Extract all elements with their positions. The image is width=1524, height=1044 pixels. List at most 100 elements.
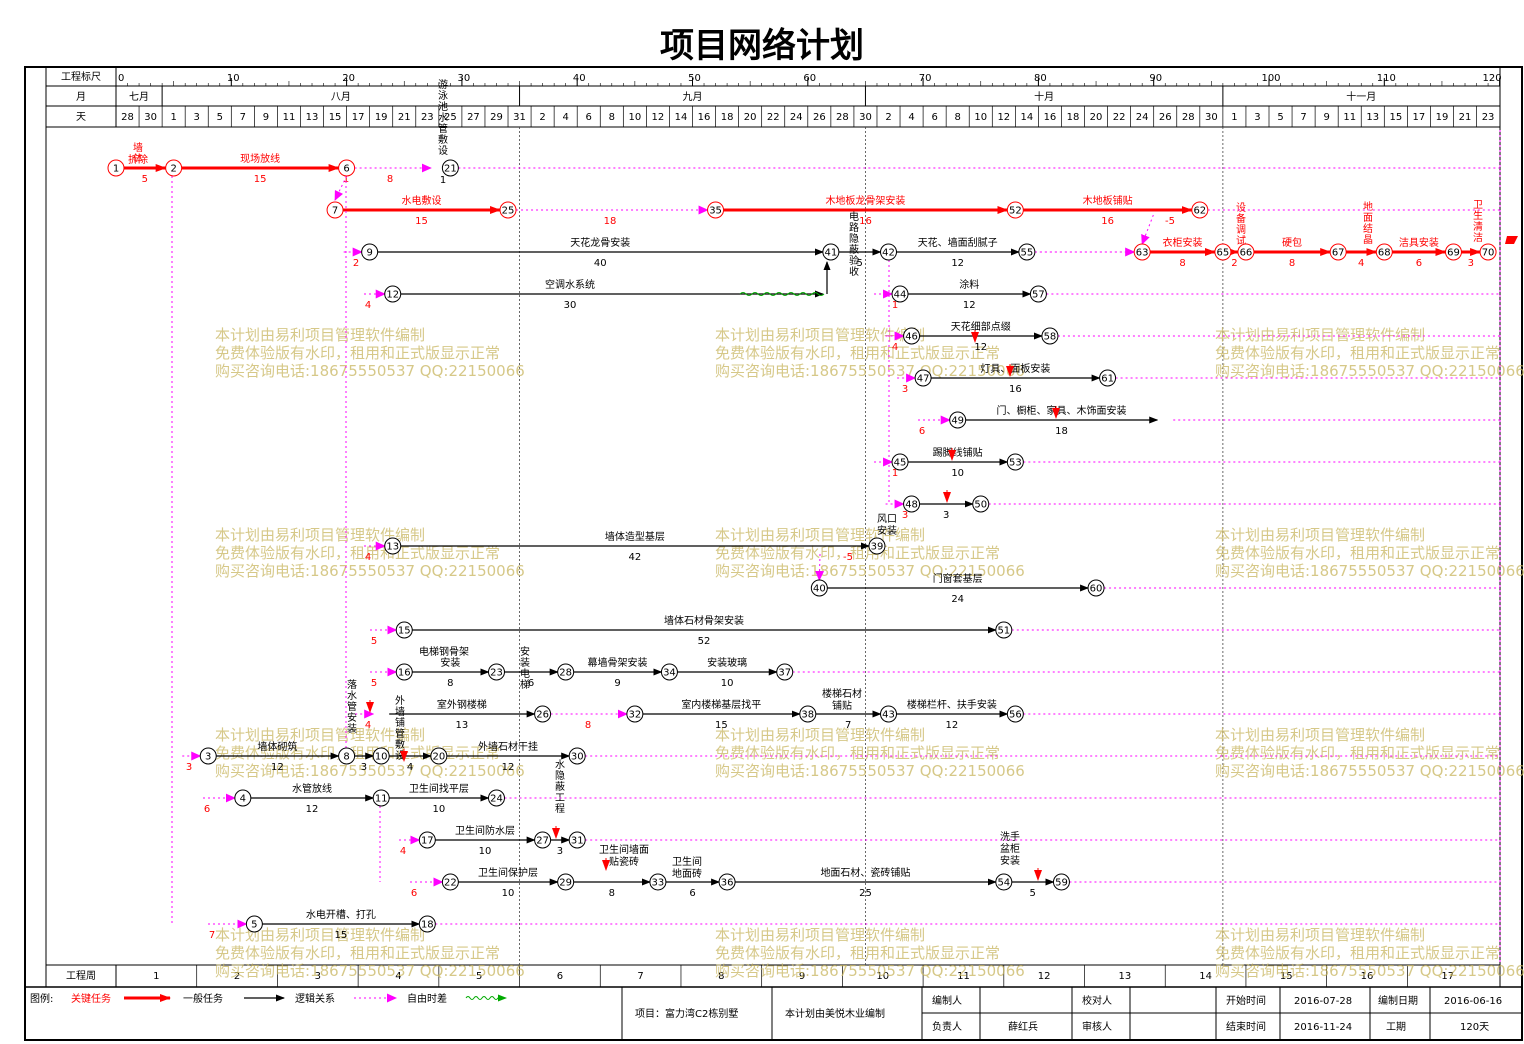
lag-label: 5 bbox=[371, 636, 377, 647]
watermark-text: 本计划由易利项目管理软件编制 bbox=[715, 726, 925, 744]
task-duration: 12 bbox=[271, 762, 284, 773]
info-period: 120天 bbox=[1460, 1022, 1489, 1033]
task-duration: 3 bbox=[1468, 258, 1474, 269]
day-label: 3 bbox=[1254, 112, 1260, 123]
task-label: 天花、墙面刮腻子 bbox=[918, 236, 998, 249]
vertical-label-char: 设 bbox=[1236, 202, 1246, 214]
finish-flag-icon bbox=[1505, 236, 1518, 244]
day-label: 8 bbox=[955, 112, 961, 123]
vertical-label-char: 水 bbox=[438, 112, 448, 124]
event-number: 55 bbox=[1021, 248, 1034, 259]
watermark-text: 免费体验版有水印，租用和正式版显示正常 bbox=[1215, 344, 1500, 362]
task-duration: 9 bbox=[614, 678, 620, 689]
watermark-text: 本计划由易利项目管理软件编制 bbox=[215, 926, 425, 944]
task-label: 卫生间防水层 bbox=[455, 824, 515, 837]
event-node bbox=[868, 537, 886, 555]
info-checker-label: 校对人 bbox=[1082, 994, 1112, 1007]
task-label: 水管放线 bbox=[292, 782, 332, 795]
task-label: 地面砖 bbox=[672, 867, 702, 880]
event-node bbox=[799, 705, 817, 723]
day-label: 2 bbox=[885, 112, 891, 123]
info-editor-label: 编制人 bbox=[932, 994, 962, 1007]
task-label: 卫生间 bbox=[672, 855, 702, 868]
watermark-text: 购买咨询电话:18675550537 QQ:22150066 bbox=[1215, 362, 1524, 380]
day-label: 29 bbox=[490, 112, 503, 123]
day-label: 6 bbox=[931, 112, 937, 123]
day-label: 17 bbox=[1413, 112, 1426, 123]
event-number: 60 bbox=[1090, 584, 1103, 595]
task-label: 天花龙骨安装 bbox=[570, 236, 630, 249]
legend-logic-label: 逻辑关系 bbox=[295, 992, 335, 1005]
week-label: 9 bbox=[799, 971, 805, 982]
task-label: 幕墙骨架安装 bbox=[588, 656, 648, 669]
event-node bbox=[338, 747, 356, 765]
task-duration: 15 bbox=[715, 720, 728, 731]
day-label: 17 bbox=[352, 112, 365, 123]
task-label: 洁具安装 bbox=[1399, 236, 1439, 249]
task-label: 天花细部点缀 bbox=[951, 320, 1011, 333]
event-number: 23 bbox=[490, 668, 503, 679]
event-node bbox=[995, 873, 1013, 891]
event-number: 31 bbox=[571, 836, 584, 847]
watermark-text: 本计划由易利项目管理软件编制 bbox=[715, 926, 925, 944]
watermark-text: 购买咨询电话:18675550537 QQ:22150066 bbox=[1215, 762, 1524, 780]
event-node bbox=[395, 621, 413, 639]
watermark-text: 本计划由易利项目管理软件编制 bbox=[1215, 926, 1425, 944]
vertical-label-char: 敷 bbox=[395, 738, 405, 751]
watermark-text: 购买咨询电话:18675550537 QQ:22150066 bbox=[215, 762, 525, 780]
event-number: 26 bbox=[536, 710, 549, 721]
event-node bbox=[199, 747, 217, 765]
week-label: 17 bbox=[1441, 971, 1454, 982]
event-node bbox=[1329, 243, 1347, 261]
task-duration: 10 bbox=[432, 804, 445, 815]
event-node bbox=[418, 831, 436, 849]
lag-label: 3 bbox=[902, 510, 908, 521]
task-label: 涂料 bbox=[959, 278, 979, 291]
event-node bbox=[903, 327, 921, 345]
info-start: 2016-07-28 bbox=[1294, 996, 1352, 1007]
event-number: 42 bbox=[882, 248, 895, 259]
task-label: 门、橱柜、家具、木饰面安装 bbox=[996, 404, 1126, 417]
day-label: 13 bbox=[1366, 112, 1379, 123]
task-duration: 18 bbox=[1055, 426, 1068, 437]
vertical-label-char: 梯 bbox=[520, 678, 530, 691]
task-duration: 3 bbox=[361, 762, 367, 773]
vertical-label-char: 泳 bbox=[438, 90, 448, 102]
event-node bbox=[1041, 327, 1059, 345]
task-label: 洗手 bbox=[1000, 830, 1020, 843]
day-label: 16 bbox=[698, 112, 711, 123]
watermark-text: 购买咨询电话:18675550537 QQ:22150066 bbox=[715, 362, 1025, 380]
event-number: 54 bbox=[997, 878, 1010, 889]
day-label: 10 bbox=[974, 112, 987, 123]
event-node bbox=[487, 663, 505, 681]
week-label: 2 bbox=[234, 971, 240, 982]
task-duration: 2 bbox=[1231, 258, 1237, 269]
vertical-label-char: 电 bbox=[520, 667, 530, 680]
day-label: 16 bbox=[1044, 112, 1057, 123]
lag-label: 6 bbox=[919, 426, 925, 437]
event-node bbox=[245, 915, 263, 933]
event-node bbox=[1191, 201, 1209, 219]
event-node bbox=[649, 873, 667, 891]
task-duration: 1 bbox=[440, 175, 446, 186]
lag-label: 7 bbox=[209, 930, 215, 941]
task-duration: 3 bbox=[557, 846, 563, 857]
day-label: 27 bbox=[467, 112, 480, 123]
event-number: 70 bbox=[1482, 248, 1495, 259]
free-float-wave bbox=[739, 292, 825, 296]
day-label: 14 bbox=[675, 112, 688, 123]
watermark-text: 本计划由易利项目管理软件编制 bbox=[1215, 526, 1425, 544]
week-row-label: 工程周 bbox=[66, 970, 96, 982]
task-duration: 12 bbox=[502, 762, 515, 773]
vertical-label-char: 路 bbox=[849, 221, 859, 234]
task-label: 室内楼梯基层找平 bbox=[681, 698, 761, 711]
scale-tick-label: 50 bbox=[688, 73, 701, 84]
week-label: 13 bbox=[1119, 971, 1132, 982]
watermark-text: 购买咨询电话:18675550537 QQ:22150066 bbox=[715, 762, 1025, 780]
vertical-label-char: 地 bbox=[1363, 200, 1373, 213]
vertical-label-char: 调 bbox=[1236, 224, 1246, 236]
event-number: 6 bbox=[343, 164, 349, 175]
event-number: 58 bbox=[1044, 332, 1057, 343]
event-number: 39 bbox=[871, 542, 884, 553]
event-number: 29 bbox=[559, 878, 572, 889]
